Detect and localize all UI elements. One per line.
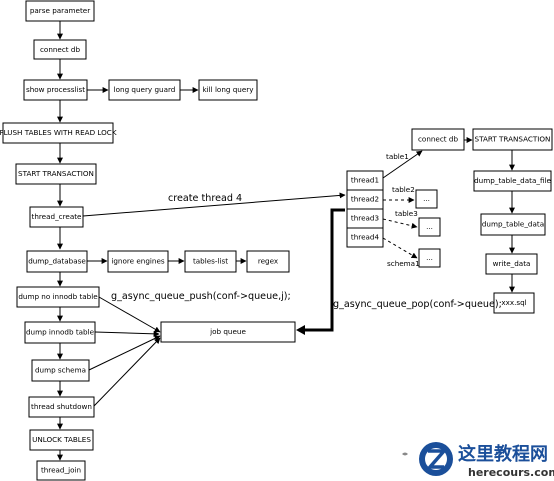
node-job-queue: job queue bbox=[160, 321, 296, 343]
show-processlist-label: show processlist bbox=[26, 85, 85, 94]
regex-label: regex bbox=[258, 257, 279, 266]
edge-noinnodb-to-queue bbox=[98, 296, 161, 333]
job-queue-label: job queue bbox=[209, 327, 246, 336]
watermark-site-name: 这里教程网 bbox=[458, 443, 548, 465]
thread-shutdown-label: thread shutdown bbox=[31, 402, 92, 411]
thread3-label: thread3 bbox=[351, 214, 379, 223]
node-thread-stack: thread1 thread2 thread3 thread4 bbox=[346, 170, 384, 248]
node-kill-long-query: kill long query bbox=[198, 79, 258, 101]
queue-push-annotation: g_async_queue_push(conf->queue,j); bbox=[111, 291, 291, 302]
dump-schema-label: dump schema bbox=[35, 366, 86, 375]
edge-innodb-to-queue bbox=[94, 330, 160, 337]
node-ellipsis-3: ... bbox=[418, 248, 441, 268]
node-dump-no-innodb: dump no innodb table bbox=[16, 286, 100, 308]
node-dump-table-data-file: dump_table_data_file bbox=[473, 170, 552, 192]
node-xxx-sql: xxx.sql bbox=[493, 292, 535, 314]
edge-shutdown-to-queue bbox=[93, 337, 161, 407]
node-start-transaction: START TRANSACTION bbox=[15, 163, 97, 185]
edges bbox=[57, 21, 515, 461]
node-thread-shutdown: thread shutdown bbox=[28, 396, 95, 418]
ellipsis-3-label: ... bbox=[426, 253, 433, 262]
write-data-label: write_data bbox=[493, 259, 531, 268]
flush-tables-label: FLUSH TABLES WITH READ LOCK bbox=[0, 128, 117, 137]
create-thread-annotation: create thread 4 bbox=[168, 193, 242, 204]
edge-schema-to-queue bbox=[88, 335, 161, 371]
node-write-data: write_data bbox=[485, 253, 538, 275]
dump-table-data-file-label: dump_table_data_file bbox=[474, 176, 551, 185]
thread-join-label: thread_join bbox=[41, 466, 81, 475]
ellipsis-2-label: ... bbox=[426, 222, 433, 231]
queue-pop-annotation: g_async_queue_pop(conf->queue); bbox=[333, 299, 502, 310]
right-start-transaction-label: START TRANSACTION bbox=[475, 135, 551, 144]
queue-pop-arrowhead bbox=[296, 325, 305, 335]
edge-thread1-to-connect bbox=[382, 150, 423, 179]
dump-table-data-label: dump_table_data bbox=[482, 220, 544, 229]
long-query-guard-label: long query guard bbox=[114, 85, 176, 94]
edge-create-thread bbox=[82, 192, 346, 217]
tables-list-label: tables-list bbox=[193, 257, 228, 266]
node-show-processlist: show processlist bbox=[23, 79, 88, 101]
ellipsis-1-label: ... bbox=[423, 194, 430, 203]
node-thread-join: thread_join bbox=[36, 460, 86, 481]
node-unlock-tables: UNLOCK TABLES bbox=[29, 429, 94, 451]
edge-thread4-to-ellipsis bbox=[382, 237, 418, 259]
thread4-label: thread4 bbox=[351, 233, 380, 242]
start-transaction-label: START TRANSACTION bbox=[18, 169, 94, 178]
connect-db-label: connect db bbox=[40, 45, 80, 54]
ignore-engines-label: ignore engines bbox=[111, 257, 165, 266]
node-dump-database: dump_database bbox=[26, 250, 88, 273]
watermark-swirl-icon bbox=[402, 452, 408, 456]
thread1-label: thread1 bbox=[351, 176, 379, 185]
thread-create-label: thread_create bbox=[32, 212, 83, 221]
node-connect-db: connect db bbox=[33, 39, 87, 60]
schema1-annotation: schema1 bbox=[387, 259, 420, 268]
node-dump-schema: dump schema bbox=[31, 359, 90, 382]
node-right-start-transaction: START TRANSACTION bbox=[472, 128, 553, 151]
node-thread-create: thread_create bbox=[29, 206, 84, 228]
unlock-tables-label: UNLOCK TABLES bbox=[32, 435, 91, 444]
node-ignore-engines: ignore engines bbox=[107, 250, 169, 273]
node-ellipsis-2: ... bbox=[418, 217, 441, 237]
thread2-label: thread2 bbox=[351, 195, 379, 204]
table1-annotation: table1 bbox=[386, 152, 409, 161]
dump-no-innodb-label: dump no innodb table bbox=[18, 292, 98, 301]
watermark: 这里教程网 herecours.com bbox=[402, 442, 554, 479]
right-connect-db-label: connect db bbox=[418, 135, 458, 144]
table3-annotation: table3 bbox=[395, 209, 418, 218]
parse-parameter-label: parse parameter bbox=[30, 6, 90, 15]
xxx-sql-label: xxx.sql bbox=[501, 298, 526, 307]
dump-database-label: dump_database bbox=[28, 257, 86, 266]
edge-thread3-to-ellipsis bbox=[382, 218, 418, 229]
node-right-connect-db: connect db bbox=[411, 128, 465, 151]
node-flush-tables: FLUSH TABLES WITH READ LOCK bbox=[0, 122, 117, 144]
node-ellipsis-1: ... bbox=[415, 189, 438, 209]
node-parse-parameter: parse parameter bbox=[25, 0, 95, 22]
node-tables-list: tables-list bbox=[184, 250, 237, 273]
node-dump-innodb: dump innodb table bbox=[24, 321, 96, 344]
node-long-query-guard: long query guard bbox=[108, 79, 181, 101]
dump-innodb-label: dump innodb table bbox=[26, 328, 95, 337]
edge-queue-pop bbox=[301, 208, 345, 332]
watermark-url: herecours.com bbox=[468, 466, 554, 479]
table2-annotation: table2 bbox=[392, 185, 415, 194]
node-regex: regex bbox=[246, 250, 290, 273]
kill-long-query-label: kill long query bbox=[203, 85, 255, 94]
node-dump-table-data: dump_table_data bbox=[480, 213, 546, 236]
